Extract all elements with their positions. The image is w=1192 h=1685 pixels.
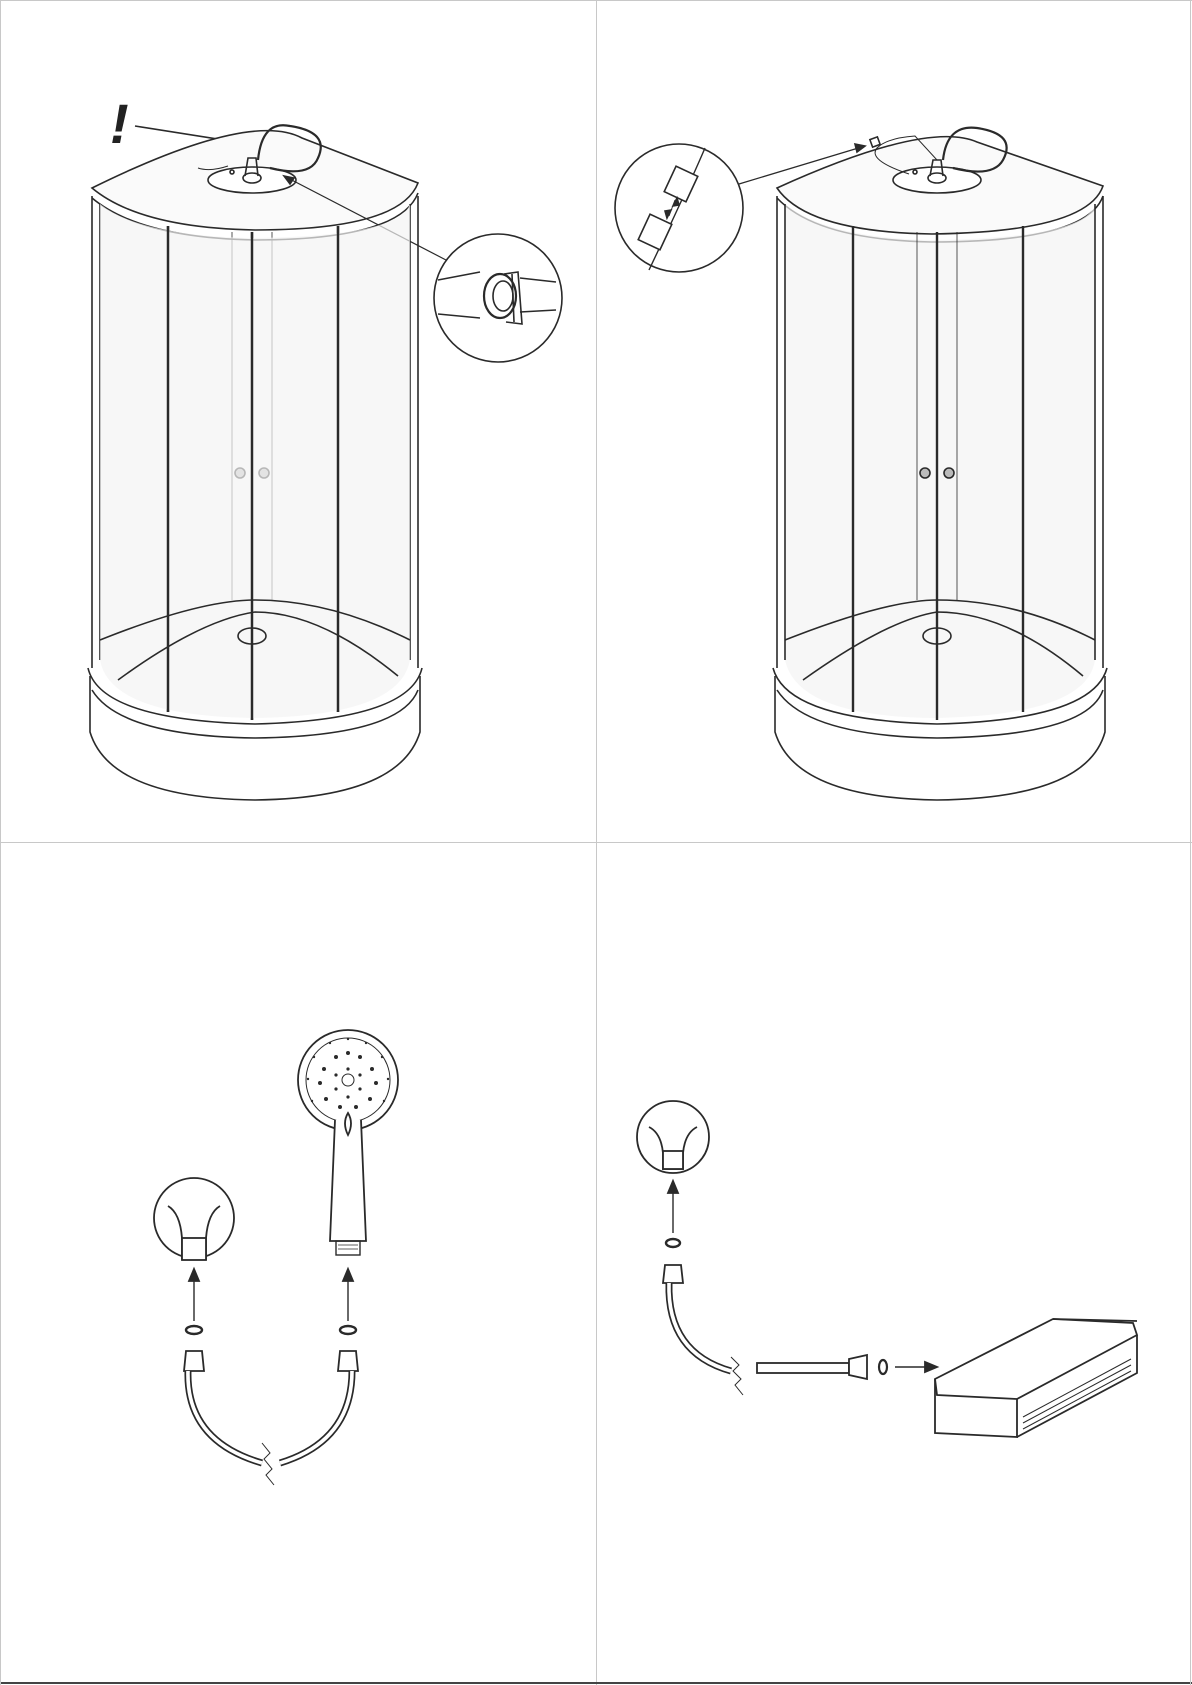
washer-icon: [879, 1360, 887, 1374]
control-box-icon: [935, 1319, 1137, 1437]
hose-clamp-detail-icon: [434, 234, 562, 362]
shower-cabin-icon: [0, 0, 597, 843]
step-4-panel: [597, 843, 1192, 1685]
shower-hose-icon: [663, 1265, 867, 1395]
cable-connector-detail-icon: [615, 144, 743, 272]
step-3-panel: [0, 843, 597, 1685]
shower-cabin-icon: [597, 0, 1192, 843]
washer-icon: [186, 1326, 202, 1334]
step-1-panel: !: [0, 0, 597, 843]
washer-icon: [340, 1326, 356, 1334]
washer-icon: [666, 1239, 680, 1247]
hose-control-box-diagram: [597, 843, 1192, 1685]
wall-outlet-icon: [154, 1178, 234, 1260]
hand-shower-icon: [298, 1030, 398, 1255]
wall-outlet-icon: [637, 1101, 709, 1173]
hose-assembly-diagram: [0, 843, 597, 1685]
shower-hose-icon: [184, 1351, 358, 1485]
step-2-panel: [597, 0, 1192, 843]
